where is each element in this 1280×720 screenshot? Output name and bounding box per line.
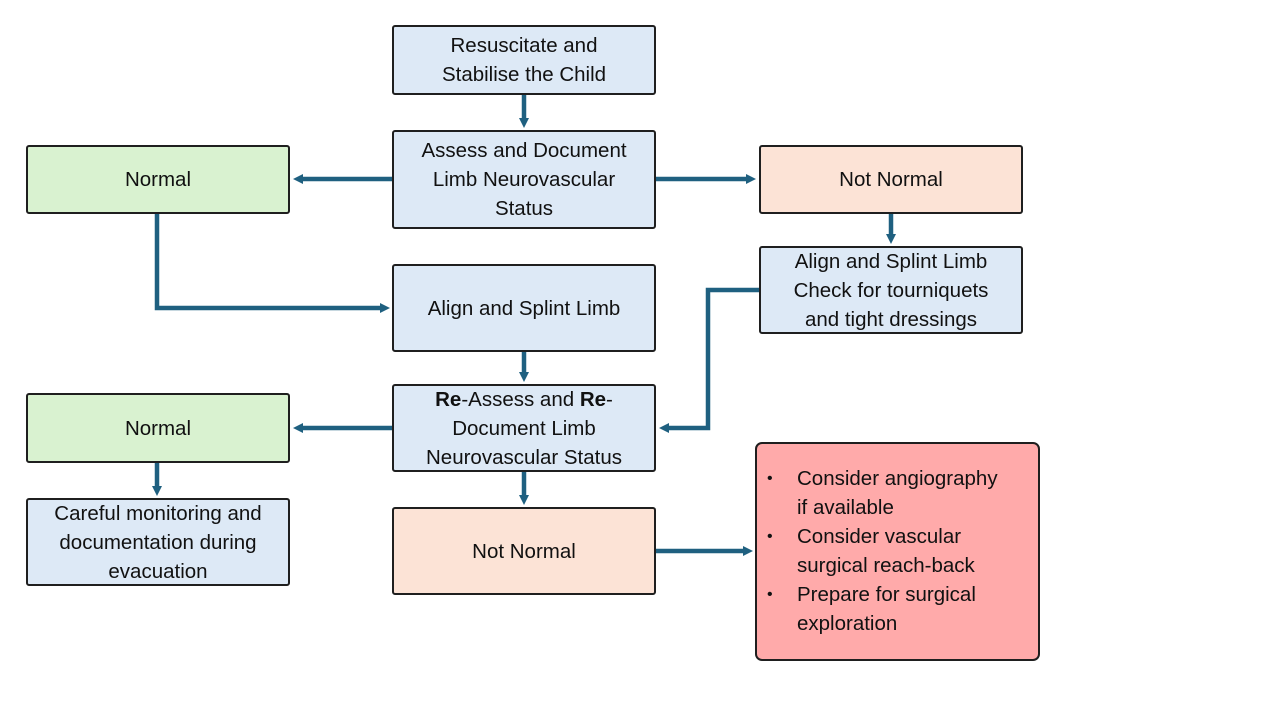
arrow-align-right-to-reassess	[659, 287, 760, 433]
resuscitate-line-1: Resuscitate and	[450, 34, 598, 57]
reassess-line-2: Document Limb	[452, 416, 596, 440]
not-normal-top-box: Not Normal	[759, 145, 1023, 214]
arrow-normal-to-align-center	[154, 213, 390, 313]
assess-line-2: Limb Neurovascular	[432, 168, 616, 191]
action-3-line-2: exploration	[797, 612, 898, 635]
assess-line-3: Status	[494, 197, 554, 220]
resuscitate-box: Resuscitate and Stabilise the Child	[392, 25, 656, 95]
normal-top-label: Normal	[124, 168, 192, 191]
action-1-line-1: Consider angiography	[797, 467, 998, 490]
align-right-line-1: Align and Splint Limb	[794, 249, 988, 273]
actions-list: • Consider angiography if available • Co…	[757, 444, 1038, 638]
reassess-re-1: Re	[435, 387, 462, 411]
actions-box: • Consider angiography if available • Co…	[755, 442, 1040, 661]
action-item-vascular: • Consider vascular surgical reach-back	[767, 522, 1026, 580]
monitoring-line-1: Careful monitoring and	[54, 501, 262, 525]
normal-bottom-label: Normal	[124, 416, 192, 440]
align-right-line-2: Check for tourniquets	[793, 278, 989, 302]
assess-line-1: Assess and Document	[421, 139, 627, 162]
not-normal-top-label: Not Normal	[839, 168, 943, 191]
bullet-2: •	[767, 528, 773, 545]
reassess-re-2: Re	[579, 387, 607, 411]
action-2-line-1: Consider vascular	[797, 525, 962, 548]
monitoring-line-2: documentation during	[59, 530, 257, 554]
bullet-3: •	[767, 586, 773, 603]
action-3-line-1: Prepare for surgical	[797, 583, 976, 606]
monitoring-box: Careful monitoring and documentation dur…	[26, 498, 290, 586]
normal-top-box: Normal	[26, 145, 290, 214]
monitoring-line-3: evacuation	[108, 559, 208, 583]
reassess-mid-1: -Assess and	[461, 387, 580, 411]
resuscitate-line-2: Stabilise the Child	[441, 63, 607, 86]
not-normal-bottom-label: Not Normal	[472, 539, 576, 563]
align-right-line-3: and tight dressings	[804, 307, 978, 331]
bullet-1: •	[767, 470, 773, 487]
action-item-angiography: • Consider angiography if available	[767, 464, 1026, 522]
normal-bottom-box: Normal	[26, 393, 290, 463]
reassess-line-1: Re-Assess and Re-	[435, 385, 613, 414]
reassess-end-1: -	[606, 387, 613, 411]
action-1-line-2: if available	[797, 496, 894, 519]
align-center-label: Align and Splint Limb	[427, 296, 621, 320]
assess-box: Assess and Document Limb Neurovascular S…	[392, 130, 656, 229]
reassess-box: Re-Assess and Re- Document Limb Neurovas…	[392, 384, 656, 472]
reassess-line-3: Neurovascular Status	[426, 445, 622, 469]
not-normal-bottom-box: Not Normal	[392, 507, 656, 595]
action-item-exploration: • Prepare for surgical exploration	[767, 580, 1026, 638]
align-splint-check-box: Align and Splint Limb Check for tourniqu…	[759, 246, 1023, 334]
action-2-line-2: surgical reach-back	[797, 554, 975, 577]
align-splint-box: Align and Splint Limb	[392, 264, 656, 352]
